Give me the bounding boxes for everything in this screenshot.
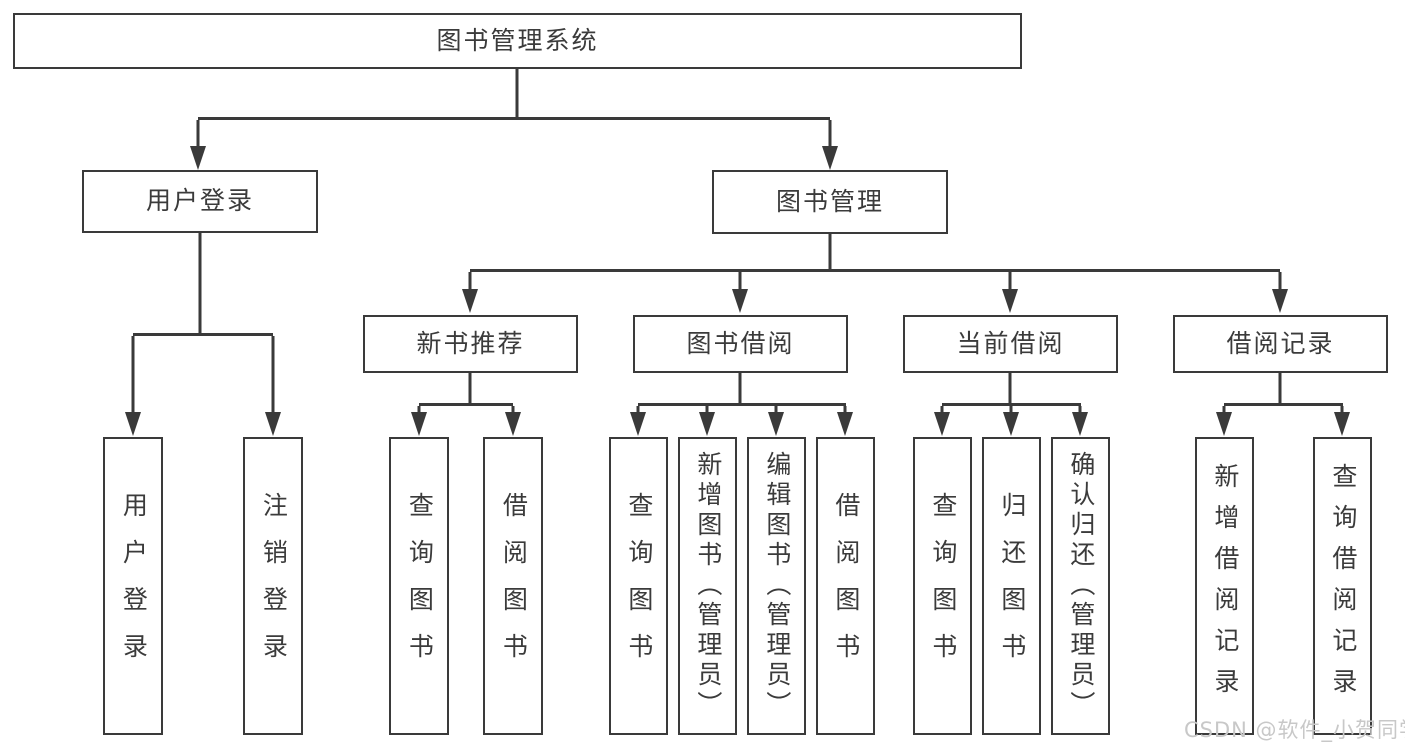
node-label: 新增借阅记录 (1210, 463, 1240, 709)
node-leaf-query-book-2: 查询图书 (609, 437, 668, 735)
node-label: 注销登录 (259, 492, 289, 680)
node-leaf-borrow-book-1: 借阅图书 (483, 437, 543, 735)
node-borrow-history: 借阅记录 (1173, 315, 1388, 373)
node-leaf-add-book-admin: 新增图书（管理员） (678, 437, 737, 735)
node-user-login: 用户登录 (82, 170, 318, 233)
node-leaf-edit-book-admin: 编辑图书（管理员） (747, 437, 806, 735)
node-current-borrow: 当前借阅 (903, 315, 1118, 373)
node-label: 编辑图书（管理员） (762, 451, 792, 721)
node-leaf-add-borrow-record: 新增借阅记录 (1195, 437, 1254, 735)
node-label: 借阅图书 (499, 492, 529, 680)
node-leaf-user-login: 用户登录 (103, 437, 163, 735)
node-label: 查询图书 (405, 492, 435, 680)
node-label: 借阅记录 (1226, 328, 1335, 358)
node-label: 查询图书 (624, 492, 654, 680)
node-label: 用户登录 (119, 492, 149, 680)
node-label: 用户登录 (145, 186, 254, 216)
node-label: 借阅图书 (831, 492, 861, 680)
watermark: CSDN @软件_小贺同学 (1184, 718, 1405, 742)
node-leaf-logout: 注销登录 (243, 437, 303, 735)
node-label: 当前借阅 (956, 328, 1065, 358)
node-leaf-query-book-1: 查询图书 (389, 437, 449, 735)
node-leaf-borrow-book-2: 借阅图书 (816, 437, 875, 735)
node-leaf-confirm-return-admin: 确认归还（管理员） (1051, 437, 1110, 735)
node-leaf-query-borrow-record: 查询借阅记录 (1313, 437, 1372, 735)
node-label: 查询图书 (928, 492, 958, 680)
node-label: 查询借阅记录 (1328, 463, 1358, 709)
node-book-borrow: 图书借阅 (633, 315, 848, 373)
node-label: 新增图书（管理员） (693, 451, 723, 721)
node-label: 新书推荐 (416, 328, 525, 358)
node-book-management: 图书管理 (712, 170, 948, 234)
node-new-book-recommend: 新书推荐 (363, 315, 578, 373)
node-leaf-query-book-3: 查询图书 (913, 437, 972, 735)
node-label: 归还图书 (997, 492, 1027, 680)
node-label: 确认归还（管理员） (1066, 451, 1096, 721)
node-label: 图书管理系统 (436, 25, 599, 55)
node-leaf-return-book: 归还图书 (982, 437, 1041, 735)
node-root-system: 图书管理系统 (13, 13, 1022, 69)
node-label: 图书管理 (775, 186, 884, 216)
node-label: 图书借阅 (686, 328, 795, 358)
